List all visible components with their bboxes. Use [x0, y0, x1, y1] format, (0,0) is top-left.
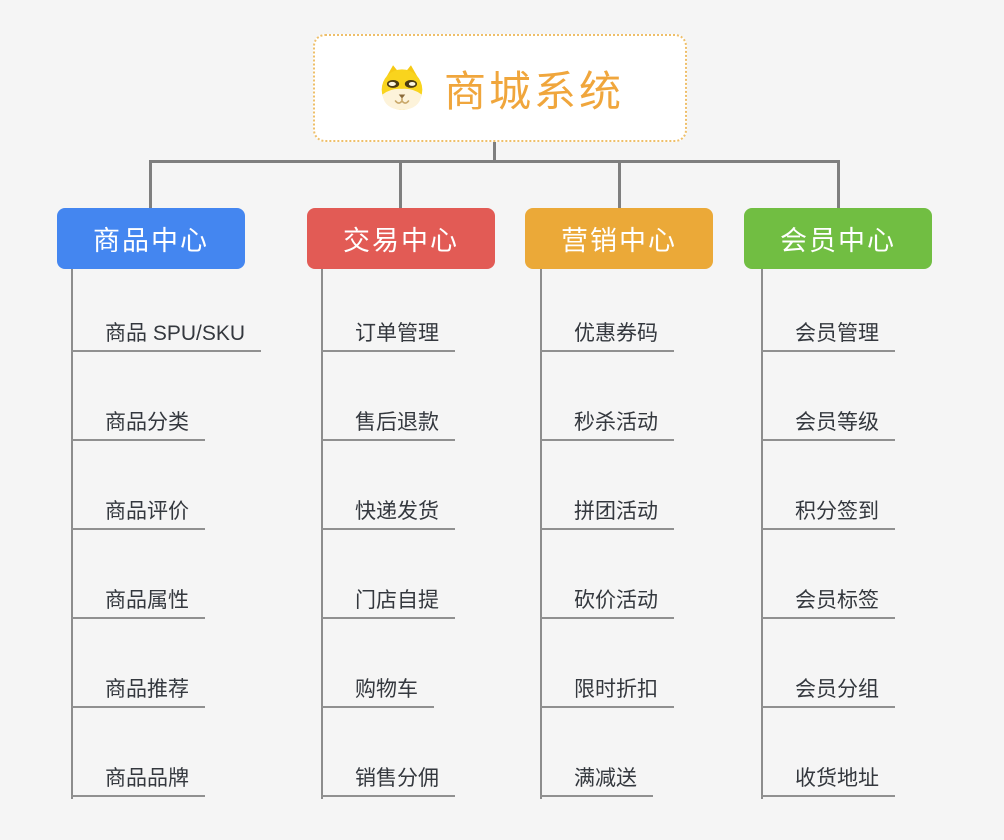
- branch-column-product: 商品 SPU/SKU 商品分类 商品评价 商品属性 商品推荐 商品品牌: [71, 269, 311, 809]
- leaf-node[interactable]: 门店自提: [321, 583, 455, 619]
- leaf-node[interactable]: 收货地址: [761, 761, 895, 797]
- branch-column-member: 会员管理 会员等级 积分签到 会员标签 会员分组 收货地址: [761, 269, 1001, 809]
- branch-spine: [321, 269, 323, 799]
- leaf-node[interactable]: 订单管理: [321, 316, 455, 352]
- leaf-node[interactable]: 会员等级: [761, 405, 895, 441]
- leaf-node[interactable]: 秒杀活动: [540, 405, 674, 441]
- leaf-node[interactable]: 购物车: [321, 672, 434, 708]
- branch-spine: [540, 269, 542, 799]
- leaf-node[interactable]: 砍价活动: [540, 583, 674, 619]
- leaf-node[interactable]: 售后退款: [321, 405, 455, 441]
- leaf-node[interactable]: 商品推荐: [71, 672, 205, 708]
- leaf-node[interactable]: 会员分组: [761, 672, 895, 708]
- leaf-node[interactable]: 会员管理: [761, 316, 895, 352]
- leaf-node[interactable]: 商品评价: [71, 494, 205, 530]
- connector-stub: [618, 161, 621, 209]
- connector-root-drop: [493, 140, 496, 162]
- branch-column-trade: 订单管理 售后退款 快递发货 门店自提 购物车 销售分佣: [321, 269, 561, 809]
- connector-stub: [149, 161, 152, 209]
- branch-column-marketing: 优惠券码 秒杀活动 拼团活动 砍价活动 限时折扣 满减送: [540, 269, 780, 809]
- leaf-node[interactable]: 商品 SPU/SKU: [71, 316, 262, 352]
- connector-stub: [399, 161, 402, 209]
- leaf-node[interactable]: 优惠券码: [540, 316, 674, 352]
- leaf-node[interactable]: 拼团活动: [540, 494, 674, 530]
- leaf-node[interactable]: 会员标签: [761, 583, 895, 619]
- connector-bus: [149, 160, 840, 163]
- root-label: 商城系统: [443, 67, 624, 115]
- leaf-node[interactable]: 满减送: [540, 761, 653, 797]
- leaf-node[interactable]: 商品属性: [71, 583, 205, 619]
- branch-spine: [71, 269, 73, 799]
- leaf-node[interactable]: 积分签到: [761, 494, 895, 530]
- branch-header-product[interactable]: 商品中心: [57, 208, 245, 269]
- branch-header-trade[interactable]: 交易中心: [307, 208, 495, 269]
- branch-header-marketing[interactable]: 营销中心: [525, 208, 713, 269]
- doge-icon: [381, 65, 423, 110]
- root-node[interactable]: 商城系统: [313, 34, 687, 142]
- branch-spine: [761, 269, 763, 799]
- leaf-node[interactable]: 商品分类: [71, 405, 205, 441]
- branch-header-member[interactable]: 会员中心: [744, 208, 932, 269]
- leaf-node[interactable]: 限时折扣: [540, 672, 674, 708]
- leaf-node[interactable]: 商品品牌: [71, 761, 205, 797]
- leaf-node[interactable]: 快递发货: [321, 494, 455, 530]
- leaf-node[interactable]: 销售分佣: [321, 761, 455, 797]
- connector-stub: [837, 161, 840, 209]
